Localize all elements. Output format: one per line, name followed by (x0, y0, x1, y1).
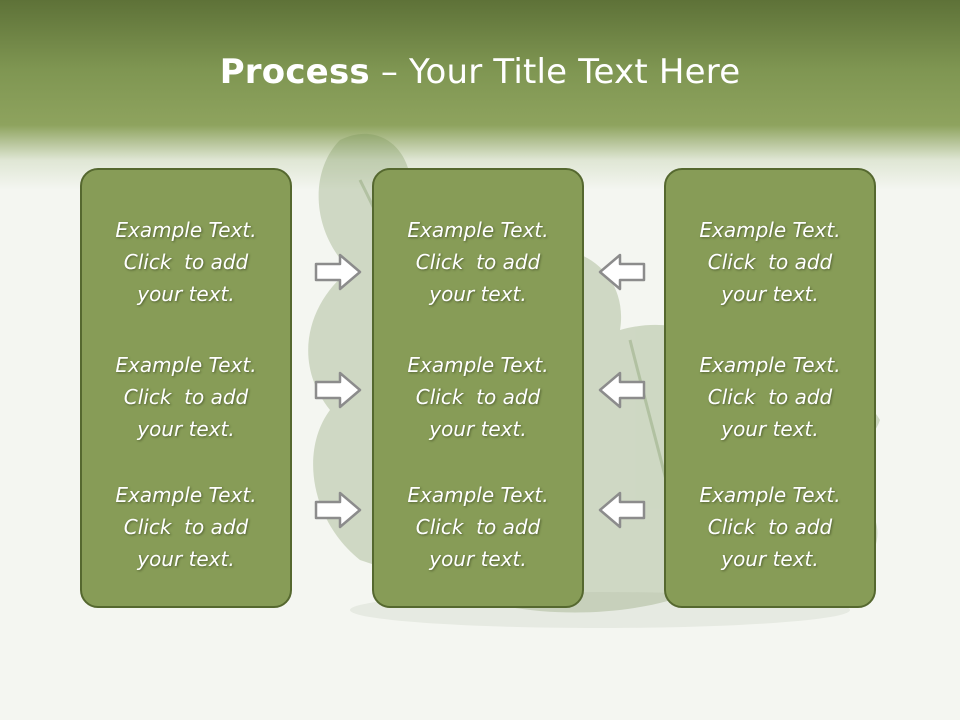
text-line: your text. (137, 417, 235, 441)
text-line: your text. (721, 547, 819, 571)
text-line: your text. (137, 547, 235, 571)
text-line: Click to add (707, 515, 833, 539)
text-block[interactable]: Example Text. Click to add your text. (82, 479, 290, 575)
text-line: your text. (721, 417, 819, 441)
text-line: Example Text. (407, 483, 549, 507)
text-line: Click to add (415, 385, 541, 409)
text-block[interactable]: Example Text. Click to add your text. (374, 349, 582, 445)
text-line: Example Text. (115, 483, 257, 507)
text-line: Click to add (707, 385, 833, 409)
left-process-box[interactable]: Example Text. Click to add your text. Ex… (80, 168, 292, 608)
text-block[interactable]: Example Text. Click to add your text. (666, 479, 874, 575)
text-line: Click to add (123, 250, 249, 274)
arrow-left-icon (598, 491, 646, 529)
text-line: Example Text. (407, 218, 549, 242)
text-line: your text. (429, 547, 527, 571)
text-line: Click to add (707, 250, 833, 274)
header-band (0, 0, 960, 190)
arrow-right-icon (314, 491, 362, 529)
center-process-box[interactable]: Example Text. Click to add your text. Ex… (372, 168, 584, 608)
text-block[interactable]: Example Text. Click to add your text. (82, 214, 290, 310)
text-line: Click to add (415, 250, 541, 274)
text-line: your text. (429, 417, 527, 441)
text-block[interactable]: Example Text. Click to add your text. (666, 349, 874, 445)
text-line: Example Text. (115, 353, 257, 377)
text-line: your text. (721, 282, 819, 306)
text-block[interactable]: Example Text. Click to add your text. (374, 214, 582, 310)
text-block[interactable]: Example Text. Click to add your text. (666, 214, 874, 310)
text-line: Example Text. (407, 353, 549, 377)
text-line: Example Text. (699, 218, 841, 242)
text-line: Example Text. (699, 353, 841, 377)
right-process-box[interactable]: Example Text. Click to add your text. Ex… (664, 168, 876, 608)
text-block[interactable]: Example Text. Click to add your text. (82, 349, 290, 445)
text-line: Example Text. (115, 218, 257, 242)
title-bold: Process (219, 52, 370, 92)
text-block[interactable]: Example Text. Click to add your text. (374, 479, 582, 575)
text-line: Example Text. (699, 483, 841, 507)
page-title: Process – Your Title Text Here (0, 52, 960, 92)
arrow-right-icon (314, 371, 362, 409)
text-line: your text. (137, 282, 235, 306)
arrow-right-icon (314, 253, 362, 291)
arrow-left-icon (598, 371, 646, 409)
text-line: Click to add (123, 385, 249, 409)
text-line: Click to add (415, 515, 541, 539)
title-rest: – Your Title Text Here (369, 52, 741, 92)
text-line: your text. (429, 282, 527, 306)
arrow-left-icon (598, 253, 646, 291)
text-line: Click to add (123, 515, 249, 539)
